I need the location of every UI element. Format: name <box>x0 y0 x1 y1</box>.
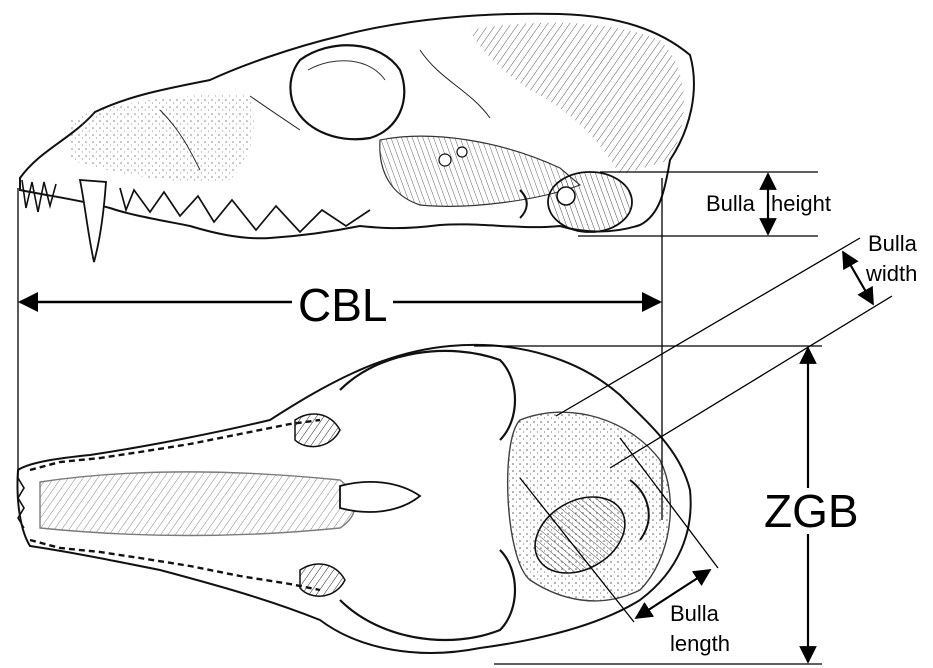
zgb-label: ZGB <box>760 488 863 534</box>
bulla-width-guide-2 <box>610 296 892 468</box>
bulla-height-label-line1: Bulla <box>706 193 755 215</box>
cbl-label: CBL <box>292 282 393 328</box>
bulla-length-label-line2: length <box>670 633 730 655</box>
skull-canine-tooth <box>80 180 106 262</box>
skull-lateral-view <box>20 14 694 262</box>
bulla-length-label-line1: Bulla <box>670 603 719 625</box>
skull-ventral-view <box>18 345 691 653</box>
bulla-width-label-line2: width <box>866 263 917 285</box>
bulla-width-guide-1 <box>556 238 860 416</box>
skull-palate <box>40 472 355 536</box>
bulla-width-label-line1: Bulla <box>868 233 917 255</box>
bulla-height-label-line2: height <box>771 193 831 215</box>
